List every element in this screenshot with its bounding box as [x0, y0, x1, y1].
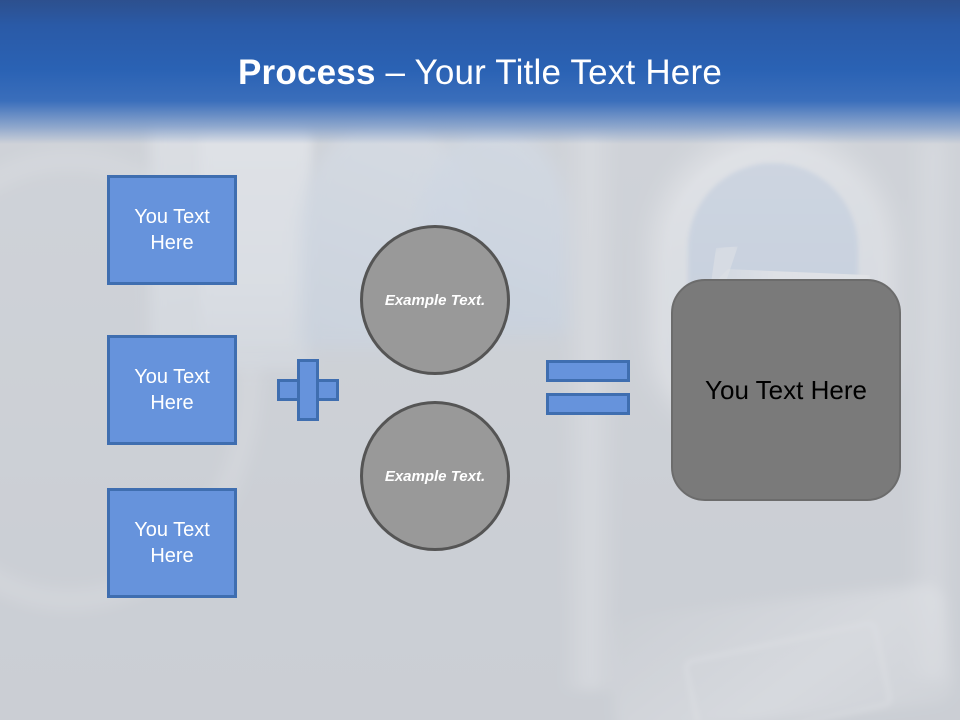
equals-icon-top-bar	[546, 360, 630, 382]
input-box-3-label: You Text Here	[134, 519, 210, 567]
page-title-emphasis: Process	[238, 53, 376, 92]
plus-icon-center	[300, 382, 316, 398]
example-circle-1[interactable]: Example Text.	[360, 225, 510, 375]
plus-icon	[277, 359, 339, 421]
input-box-1-label: You Text Here	[134, 206, 210, 254]
result-box[interactable]: You Text Here	[671, 279, 901, 501]
result-box-label: You Text Here	[705, 374, 867, 405]
equals-icon-bottom-bar	[546, 393, 630, 415]
input-box-1[interactable]: You Text Here	[107, 175, 237, 285]
page-title-rest: – Your Title Text Here	[375, 53, 722, 92]
example-circle-2-label: Example Text.	[384, 467, 486, 485]
example-circle-1-label: Example Text.	[384, 291, 486, 309]
equals-icon	[546, 360, 630, 420]
page-title: Process – Your Title Text Here	[0, 52, 960, 94]
title-band: Process – Your Title Text Here	[0, 0, 960, 144]
input-box-2-label: You Text Here	[134, 366, 210, 414]
input-box-2[interactable]: You Text Here	[107, 335, 237, 445]
input-box-3[interactable]: You Text Here	[107, 488, 237, 598]
example-circle-2[interactable]: Example Text.	[360, 401, 510, 551]
